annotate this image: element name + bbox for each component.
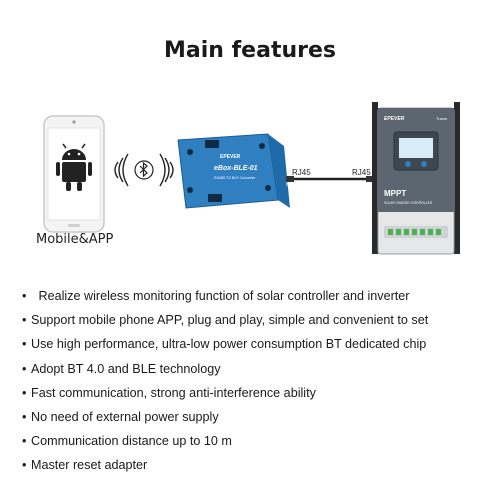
list-item: •Fast communication, strong anti-interfe…	[22, 385, 316, 400]
rj45-right-label: RJ45	[352, 168, 371, 177]
feature-text: Support mobile phone APP, plug and play,…	[31, 313, 429, 328]
ebox-model: eBox-BLE-01	[214, 165, 258, 172]
feature-text: No need of external power supply	[31, 409, 219, 424]
feature-text: Adopt BT 4.0 and BLE technology	[31, 361, 221, 376]
product-diagram: EPEVER eBox-BLE-01 RS485 TO BLE Converte…	[43, 102, 460, 255]
list-item: •Use high performance, ultra-low power c…	[22, 337, 427, 352]
controller-mppt: MPPT	[384, 189, 406, 198]
controller-series: Tracer	[436, 116, 448, 121]
rj45-cable	[286, 176, 374, 182]
ebox-subtitle: RS485 TO BLE Converter	[214, 176, 256, 180]
controller-caption: SOLAR CHARGE CONTROLLER	[384, 201, 433, 205]
list-item: •Communication distance up to 10 m	[22, 434, 232, 449]
feature-text: Master reset adapter	[31, 458, 148, 473]
feature-list: • Realize wireless monitoring function o…	[22, 284, 428, 478]
mppt-controller: EPEVER Tracer MPPT SOLAR CHARGE CONTROLL…	[372, 102, 460, 255]
list-item: •Support mobile phone APP, plug and play…	[22, 313, 429, 328]
controller-brand: EPEVER	[384, 116, 405, 122]
feature-text: Use high performance, ultra-low power co…	[31, 337, 427, 352]
feature-text: Fast communication, strong anti-interfer…	[31, 385, 316, 400]
rj45-left-label: RJ45	[292, 168, 311, 177]
feature-text: Realize wireless monitoring function of …	[35, 289, 410, 303]
feature-text: Communication distance up to 10 m	[31, 434, 232, 449]
ebox-brand: EPEVER	[220, 154, 241, 160]
phone-label: Mobile&APP	[36, 232, 114, 247]
mobile-phone	[43, 115, 105, 233]
page-title: Main features	[164, 38, 336, 63]
list-item: • Realize wireless monitoring function o…	[22, 289, 410, 303]
list-item: •No need of external power supply	[22, 409, 219, 424]
bluetooth-icon	[134, 160, 154, 180]
android-icon	[56, 143, 92, 191]
list-item: •Master reset adapter	[22, 458, 148, 473]
bluetooth-signal	[114, 153, 174, 187]
list-item: •Adopt BT 4.0 and BLE technology	[22, 361, 221, 376]
ebox-ble-device: EPEVER eBox-BLE-01 RS485 TO BLE Converte…	[177, 133, 290, 209]
